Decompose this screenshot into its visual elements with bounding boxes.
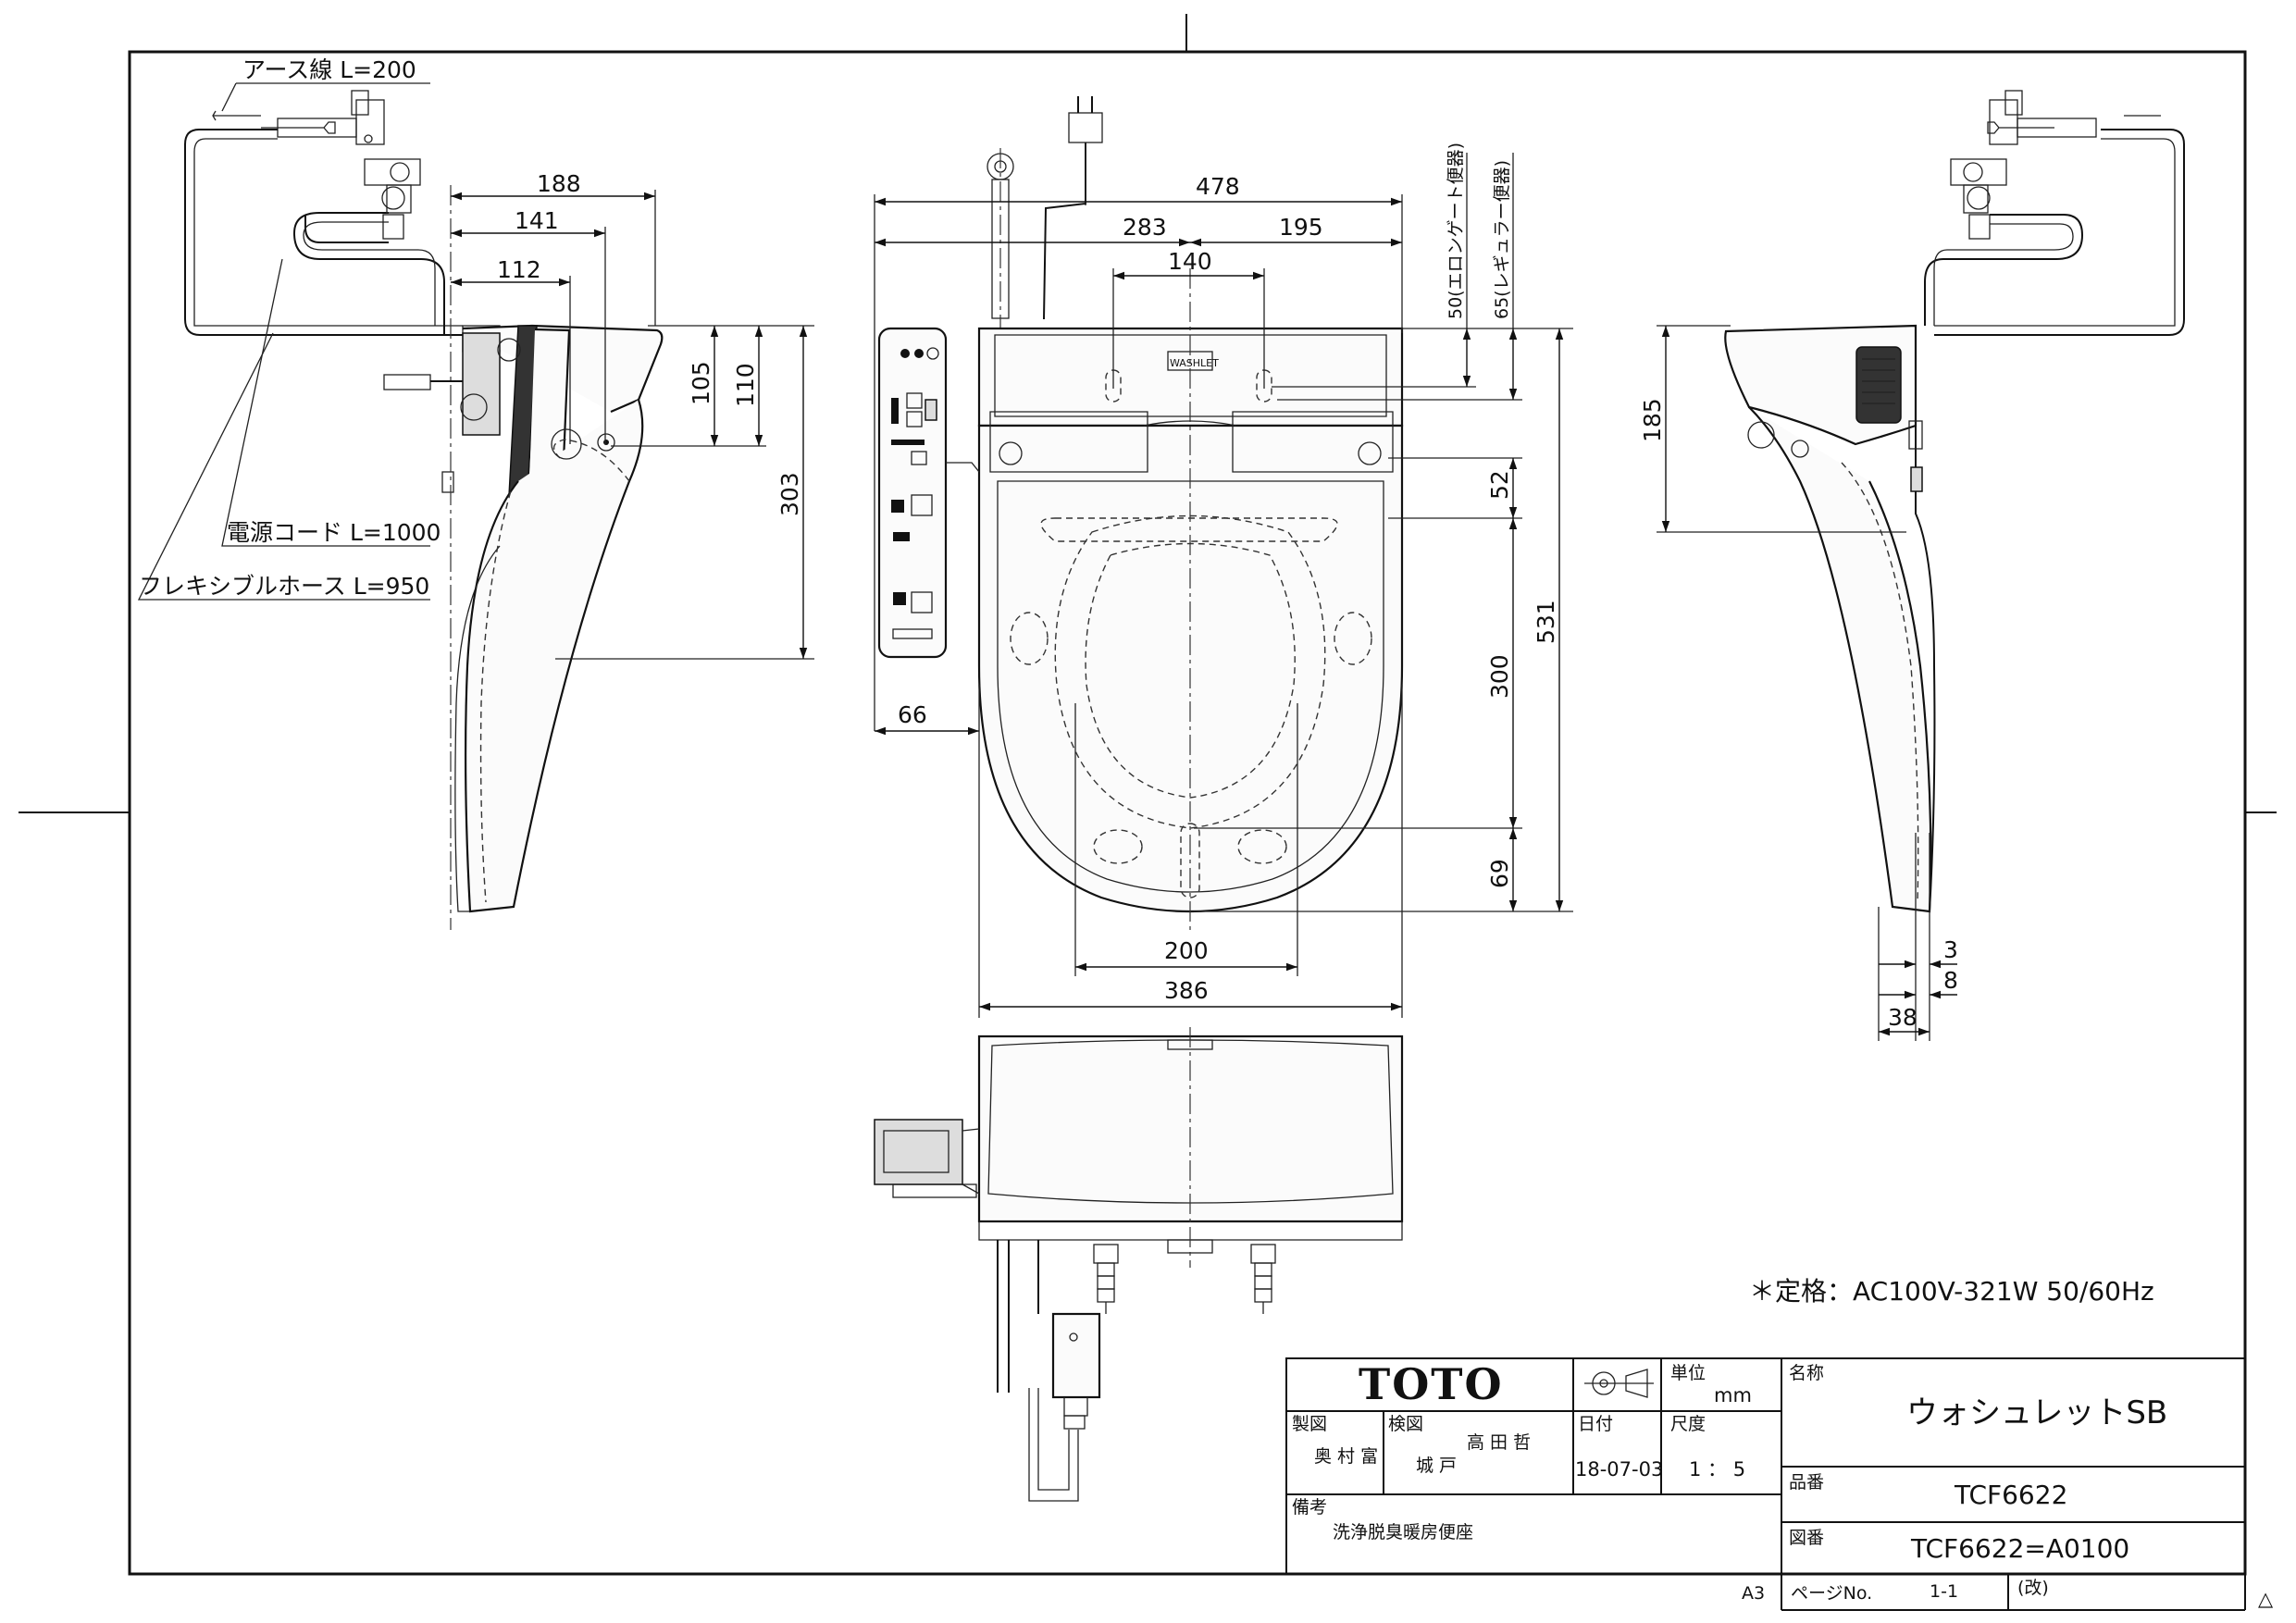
- dim-top-195: 195: [1279, 214, 1323, 241]
- remote-brand-label: WASHLET: [1170, 357, 1219, 369]
- top-view: [874, 96, 1573, 1018]
- name-value: ウォシュレットSB: [1906, 1394, 2167, 1431]
- dim-side-105: 105: [688, 361, 714, 405]
- dim-side-141: 141: [515, 207, 559, 234]
- dim-right-3: 3: [1943, 936, 1958, 963]
- drawn-label: 製図: [1292, 1414, 1327, 1434]
- check-name-2: 高 田 哲: [1467, 1432, 1531, 1453]
- scale-label: 尺度: [1670, 1414, 1706, 1434]
- check-name-1: 城 戸: [1416, 1456, 1457, 1476]
- dim-top-50: 50(エロンゲート便器): [1446, 142, 1466, 319]
- dim-top-531: 531: [1533, 600, 1559, 644]
- dim-right-185: 185: [1639, 398, 1666, 442]
- dim-side-112: 112: [497, 256, 541, 283]
- left-side-view: [137, 82, 814, 930]
- dim-top-300: 300: [1486, 654, 1513, 699]
- page-label: ページNo.: [1791, 1583, 1872, 1604]
- dim-top-386: 386: [1164, 977, 1209, 1004]
- front-view: [874, 1027, 1404, 1502]
- unit-label: 単位: [1670, 1363, 1706, 1383]
- page-value: 1-1: [1930, 1581, 1958, 1602]
- dim-side-303: 303: [776, 472, 803, 516]
- sheet-frame: [19, 14, 2277, 1576]
- part-value: TCF6622: [1954, 1480, 2067, 1510]
- dwg-value: TCF6622=A0100: [1910, 1533, 2129, 1564]
- remarks-label: 備考: [1292, 1497, 1327, 1518]
- dwg-label: 図番: [1789, 1528, 1824, 1548]
- part-label: 品番: [1789, 1472, 1824, 1493]
- toto-logo: TOTO: [1359, 1359, 1504, 1409]
- power-cord-label: 電源コード L=1000: [227, 519, 441, 546]
- dim-top-65: 65(レギュラー便器): [1492, 160, 1512, 319]
- right-side-view: [1657, 90, 2185, 1041]
- dim-top-140: 140: [1168, 248, 1212, 275]
- dim-top-52: 52: [1486, 470, 1513, 500]
- dim-side-110: 110: [732, 363, 759, 407]
- date-value: 18-07-03: [1575, 1458, 1663, 1481]
- rev-mark: △: [2258, 1588, 2274, 1610]
- dim-side-188: 188: [537, 170, 581, 197]
- check-label: 検図: [1388, 1414, 1423, 1434]
- dim-right-8: 8: [1943, 967, 1958, 994]
- paper-size: A3: [1742, 1583, 1765, 1604]
- flex-hose-label: フレキシブルホース L=950: [139, 573, 429, 600]
- title-block-frame: [1285, 1357, 2246, 1611]
- rev-label: (改): [2017, 1578, 2049, 1598]
- unit-value: mm: [1714, 1384, 1752, 1406]
- rating-text: ＊定格：AC100V-321W 50/60Hz: [1749, 1276, 2154, 1307]
- scale-value: 1 ： 5: [1689, 1458, 1745, 1481]
- date-label: 日付: [1578, 1414, 1613, 1434]
- dim-top-283: 283: [1123, 214, 1167, 241]
- dim-top-66: 66: [898, 701, 927, 728]
- name-label: 名称: [1789, 1363, 1824, 1383]
- dim-top-200: 200: [1164, 937, 1209, 964]
- dim-right-38: 38: [1888, 1004, 1917, 1031]
- dim-top-478: 478: [1196, 173, 1240, 200]
- drawn-name: 奥 村 富: [1314, 1446, 1378, 1467]
- dim-top-69: 69: [1486, 859, 1513, 888]
- earth-wire-label: アース線 L=200: [242, 56, 416, 83]
- remarks-value: 洗浄脱臭暖房便座: [1333, 1522, 1473, 1542]
